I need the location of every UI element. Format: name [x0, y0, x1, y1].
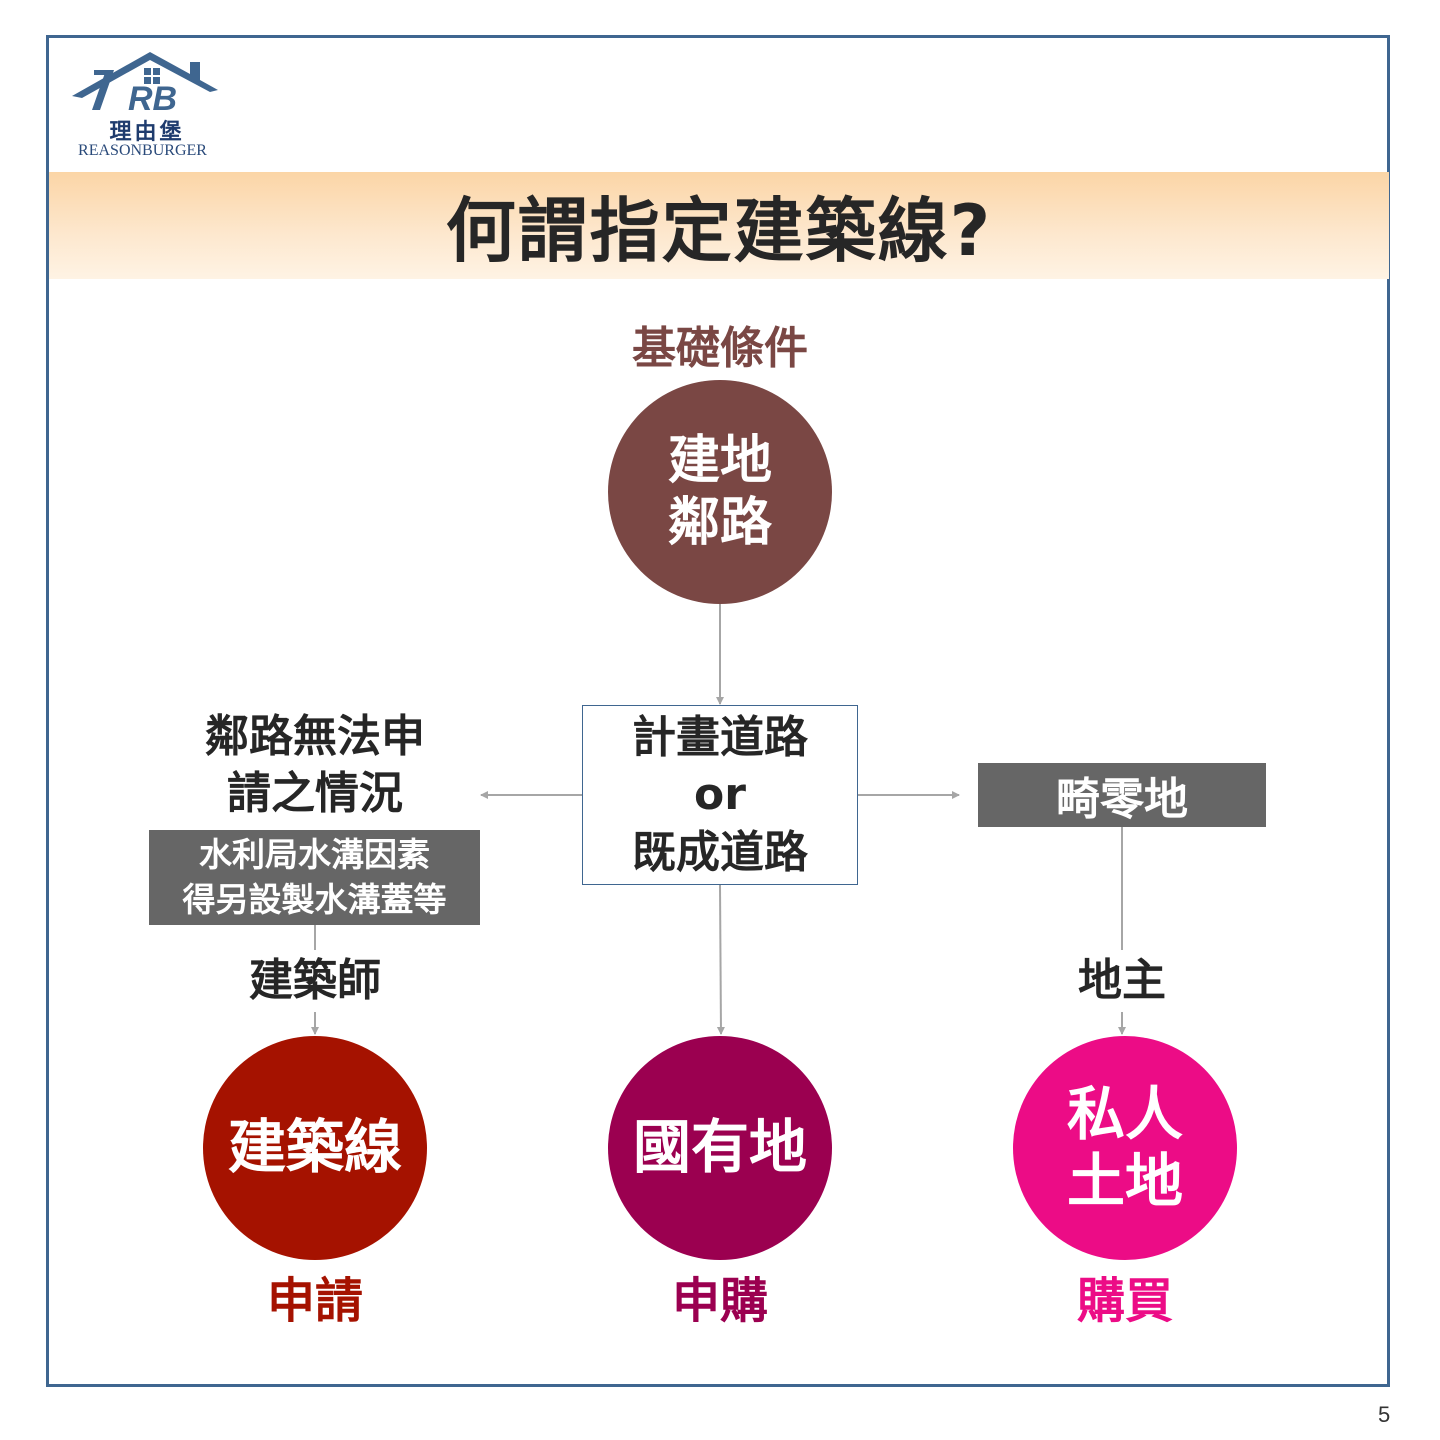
- left-branch-note-box: 水利局水溝因素 得另設製水溝蓋等: [149, 830, 480, 925]
- middle-branch-action: 申購: [671, 1273, 768, 1329]
- logo-chinese-name: 理由堡: [109, 119, 185, 145]
- title-band: [49, 172, 1389, 279]
- logo-monogram: RB: [128, 80, 177, 118]
- odd-lot-box: 畸零地: [978, 763, 1266, 827]
- left-branch-label-line2: 請之情況: [227, 768, 403, 819]
- top-node-circle: 建地 鄰路: [608, 380, 832, 604]
- left-branch-label: 鄰路無法申 請之情況: [160, 705, 470, 825]
- road-type-line2: or: [694, 769, 746, 821]
- road-type-line3: 既成道路: [632, 826, 808, 878]
- logo-english-name: REASONBURGER: [78, 142, 207, 159]
- arrow-center-to-middle-node: [716, 884, 725, 1035]
- top-node-line2: 鄰路: [667, 493, 772, 553]
- page-number: 5: [1378, 1402, 1391, 1427]
- left-branch-action: 申請: [266, 1273, 363, 1329]
- private-land-line2: 土地: [1066, 1147, 1183, 1215]
- right-branch-actor: 地主: [1078, 955, 1166, 1007]
- left-branch-label-line1: 鄰路無法申: [205, 710, 425, 762]
- road-type-box: 計畫道路 or 既成道路: [582, 705, 858, 885]
- state-land-node: 國有地: [608, 1036, 832, 1260]
- road-type-line1: 計畫道路: [632, 712, 808, 764]
- left-branch-note-line1: 水利局水溝因素: [199, 834, 430, 874]
- slide-frame: [46, 35, 1390, 1387]
- private-land-line1: 私人: [1066, 1080, 1183, 1149]
- right-branch-action: 購買: [1076, 1273, 1173, 1329]
- basic-conditions-label: 基礎條件: [632, 323, 808, 374]
- left-branch-note-line2: 得另設製水溝蓋等: [182, 879, 447, 919]
- private-land-node: 私人 土地: [1013, 1036, 1237, 1260]
- top-node-line1: 建地: [667, 430, 772, 491]
- page-title: 何謂指定建築線?: [445, 190, 993, 272]
- building-line-node: 建築線: [203, 1036, 427, 1260]
- reasonburger-logo: RB: [72, 52, 218, 118]
- left-branch-actor: 建築師: [249, 955, 381, 1007]
